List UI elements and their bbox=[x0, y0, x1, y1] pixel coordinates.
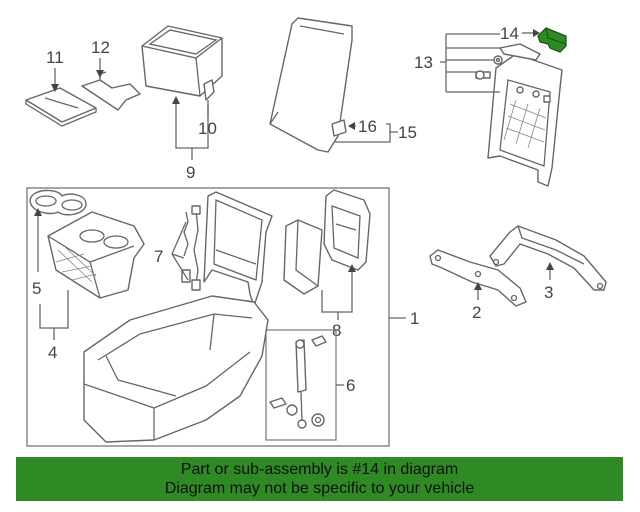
footer-line-2: Diagram may not be specific to your vehi… bbox=[164, 480, 475, 497]
callout-5[interactable]: 5 bbox=[32, 279, 41, 298]
part-8-tray[interactable] bbox=[283, 219, 323, 295]
leader-8 bbox=[321, 268, 353, 320]
callout-2[interactable]: 2 bbox=[472, 303, 481, 322]
callout-4[interactable]: 4 bbox=[48, 343, 57, 362]
leader-9-arrow bbox=[172, 96, 180, 104]
callout-12[interactable]: 12 bbox=[91, 38, 110, 57]
part-8-bin[interactable] bbox=[323, 189, 371, 271]
callout-9[interactable]: 9 bbox=[186, 163, 195, 182]
callout-7[interactable]: 7 bbox=[154, 247, 163, 266]
callout-6[interactable]: 6 bbox=[346, 376, 355, 395]
part-3-bracket[interactable] bbox=[489, 225, 607, 291]
console-base[interactable] bbox=[83, 295, 269, 443]
part-14-body bbox=[537, 27, 567, 53]
callout-15[interactable]: 15 bbox=[398, 123, 417, 142]
part-13-washer[interactable] bbox=[493, 55, 503, 65]
leader-5-arrow bbox=[34, 208, 42, 216]
leader-8-arrow bbox=[348, 264, 356, 272]
part-9-bin[interactable] bbox=[141, 25, 223, 97]
part-14-hinge-highlighted[interactable] bbox=[537, 27, 567, 53]
footer-line-1: Part or sub-assembly is #14 in diagram bbox=[180, 461, 459, 478]
leader-12-arrow bbox=[96, 70, 104, 78]
callout-1[interactable]: 1 bbox=[410, 309, 419, 328]
leader-14-arrow bbox=[533, 29, 540, 37]
part-13-hinge[interactable] bbox=[499, 43, 541, 61]
callout-3[interactable]: 3 bbox=[544, 283, 553, 302]
part-16-latch[interactable] bbox=[331, 119, 347, 137]
callout-10[interactable]: 10 bbox=[198, 119, 217, 138]
part-6-gas-strut[interactable] bbox=[269, 335, 327, 429]
leader-15 bbox=[334, 123, 398, 143]
callout-8[interactable]: 8 bbox=[332, 321, 341, 340]
footer-banner: Part or sub-assembly is #14 in diagram D… bbox=[16, 457, 623, 501]
part-11-pad[interactable] bbox=[25, 87, 97, 127]
part-13-screw[interactable] bbox=[475, 70, 491, 80]
callout-11[interactable]: 11 bbox=[46, 48, 64, 67]
part-10-clip[interactable] bbox=[203, 79, 215, 101]
leader-2-arrow bbox=[474, 282, 482, 290]
part-5-cupholder-ring[interactable] bbox=[29, 189, 87, 216]
callout-14[interactable]: 14 bbox=[500, 24, 519, 43]
leader-3-arrow bbox=[546, 262, 554, 270]
leader-4 bbox=[39, 290, 69, 340]
parts-diagram: 11 12 9 10 16 15 bbox=[25, 17, 607, 447]
part-2-bracket[interactable] bbox=[429, 249, 527, 307]
callout-13[interactable]: 13 bbox=[414, 53, 433, 72]
leader-7 bbox=[171, 221, 189, 281]
part-13-liner[interactable] bbox=[487, 53, 563, 187]
leader-11-arrow bbox=[51, 84, 59, 92]
part-4-cupholder[interactable] bbox=[47, 211, 145, 299]
leader-16-arrow bbox=[348, 122, 355, 130]
callout-16[interactable]: 16 bbox=[358, 117, 377, 136]
leader-13 bbox=[440, 33, 500, 93]
part-15-lid[interactable] bbox=[269, 17, 353, 153]
